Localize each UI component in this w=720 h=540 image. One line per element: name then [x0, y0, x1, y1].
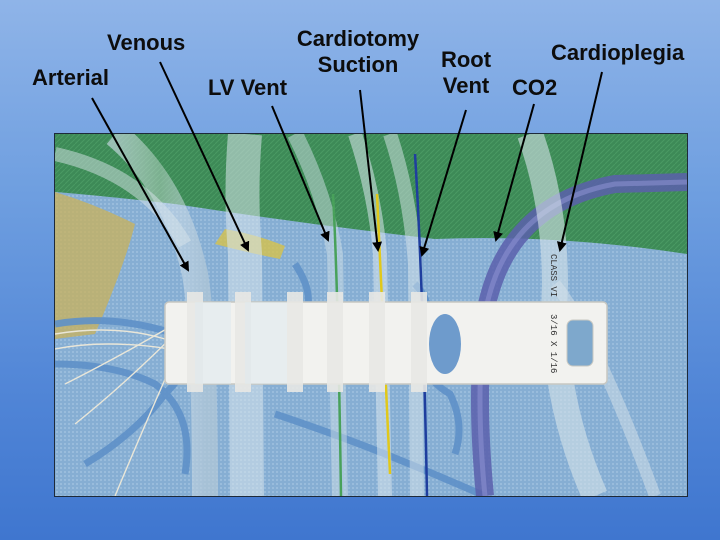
tube-print-2: 3/16 X 1/16 [548, 314, 558, 373]
label-cardioplegia: Cardioplegia [551, 40, 685, 65]
label-co2: CO2 [512, 75, 558, 100]
label-root-vent: Root Vent [436, 47, 496, 99]
label-lv-vent: LV Vent [208, 75, 288, 100]
label-root: Root [440, 47, 492, 72]
label-cardiotomy: Cardiotomy [296, 26, 420, 51]
tube-print-1: CLASS VI [548, 254, 558, 297]
tubing-photo-drawing: CLASS VI 3/16 X 1/16 [55, 134, 687, 496]
label-vent: Vent [442, 73, 490, 98]
label-suction: Suction [317, 52, 399, 77]
knot [429, 314, 461, 374]
surgical-tubing-photo: CLASS VI 3/16 X 1/16 [54, 133, 688, 497]
label-cardiotomy-suction: Cardiotomy Suction [288, 26, 428, 78]
tubing-organizer [164, 292, 608, 392]
label-venous: Venous [107, 30, 186, 55]
label-arterial: Arterial [32, 65, 110, 90]
